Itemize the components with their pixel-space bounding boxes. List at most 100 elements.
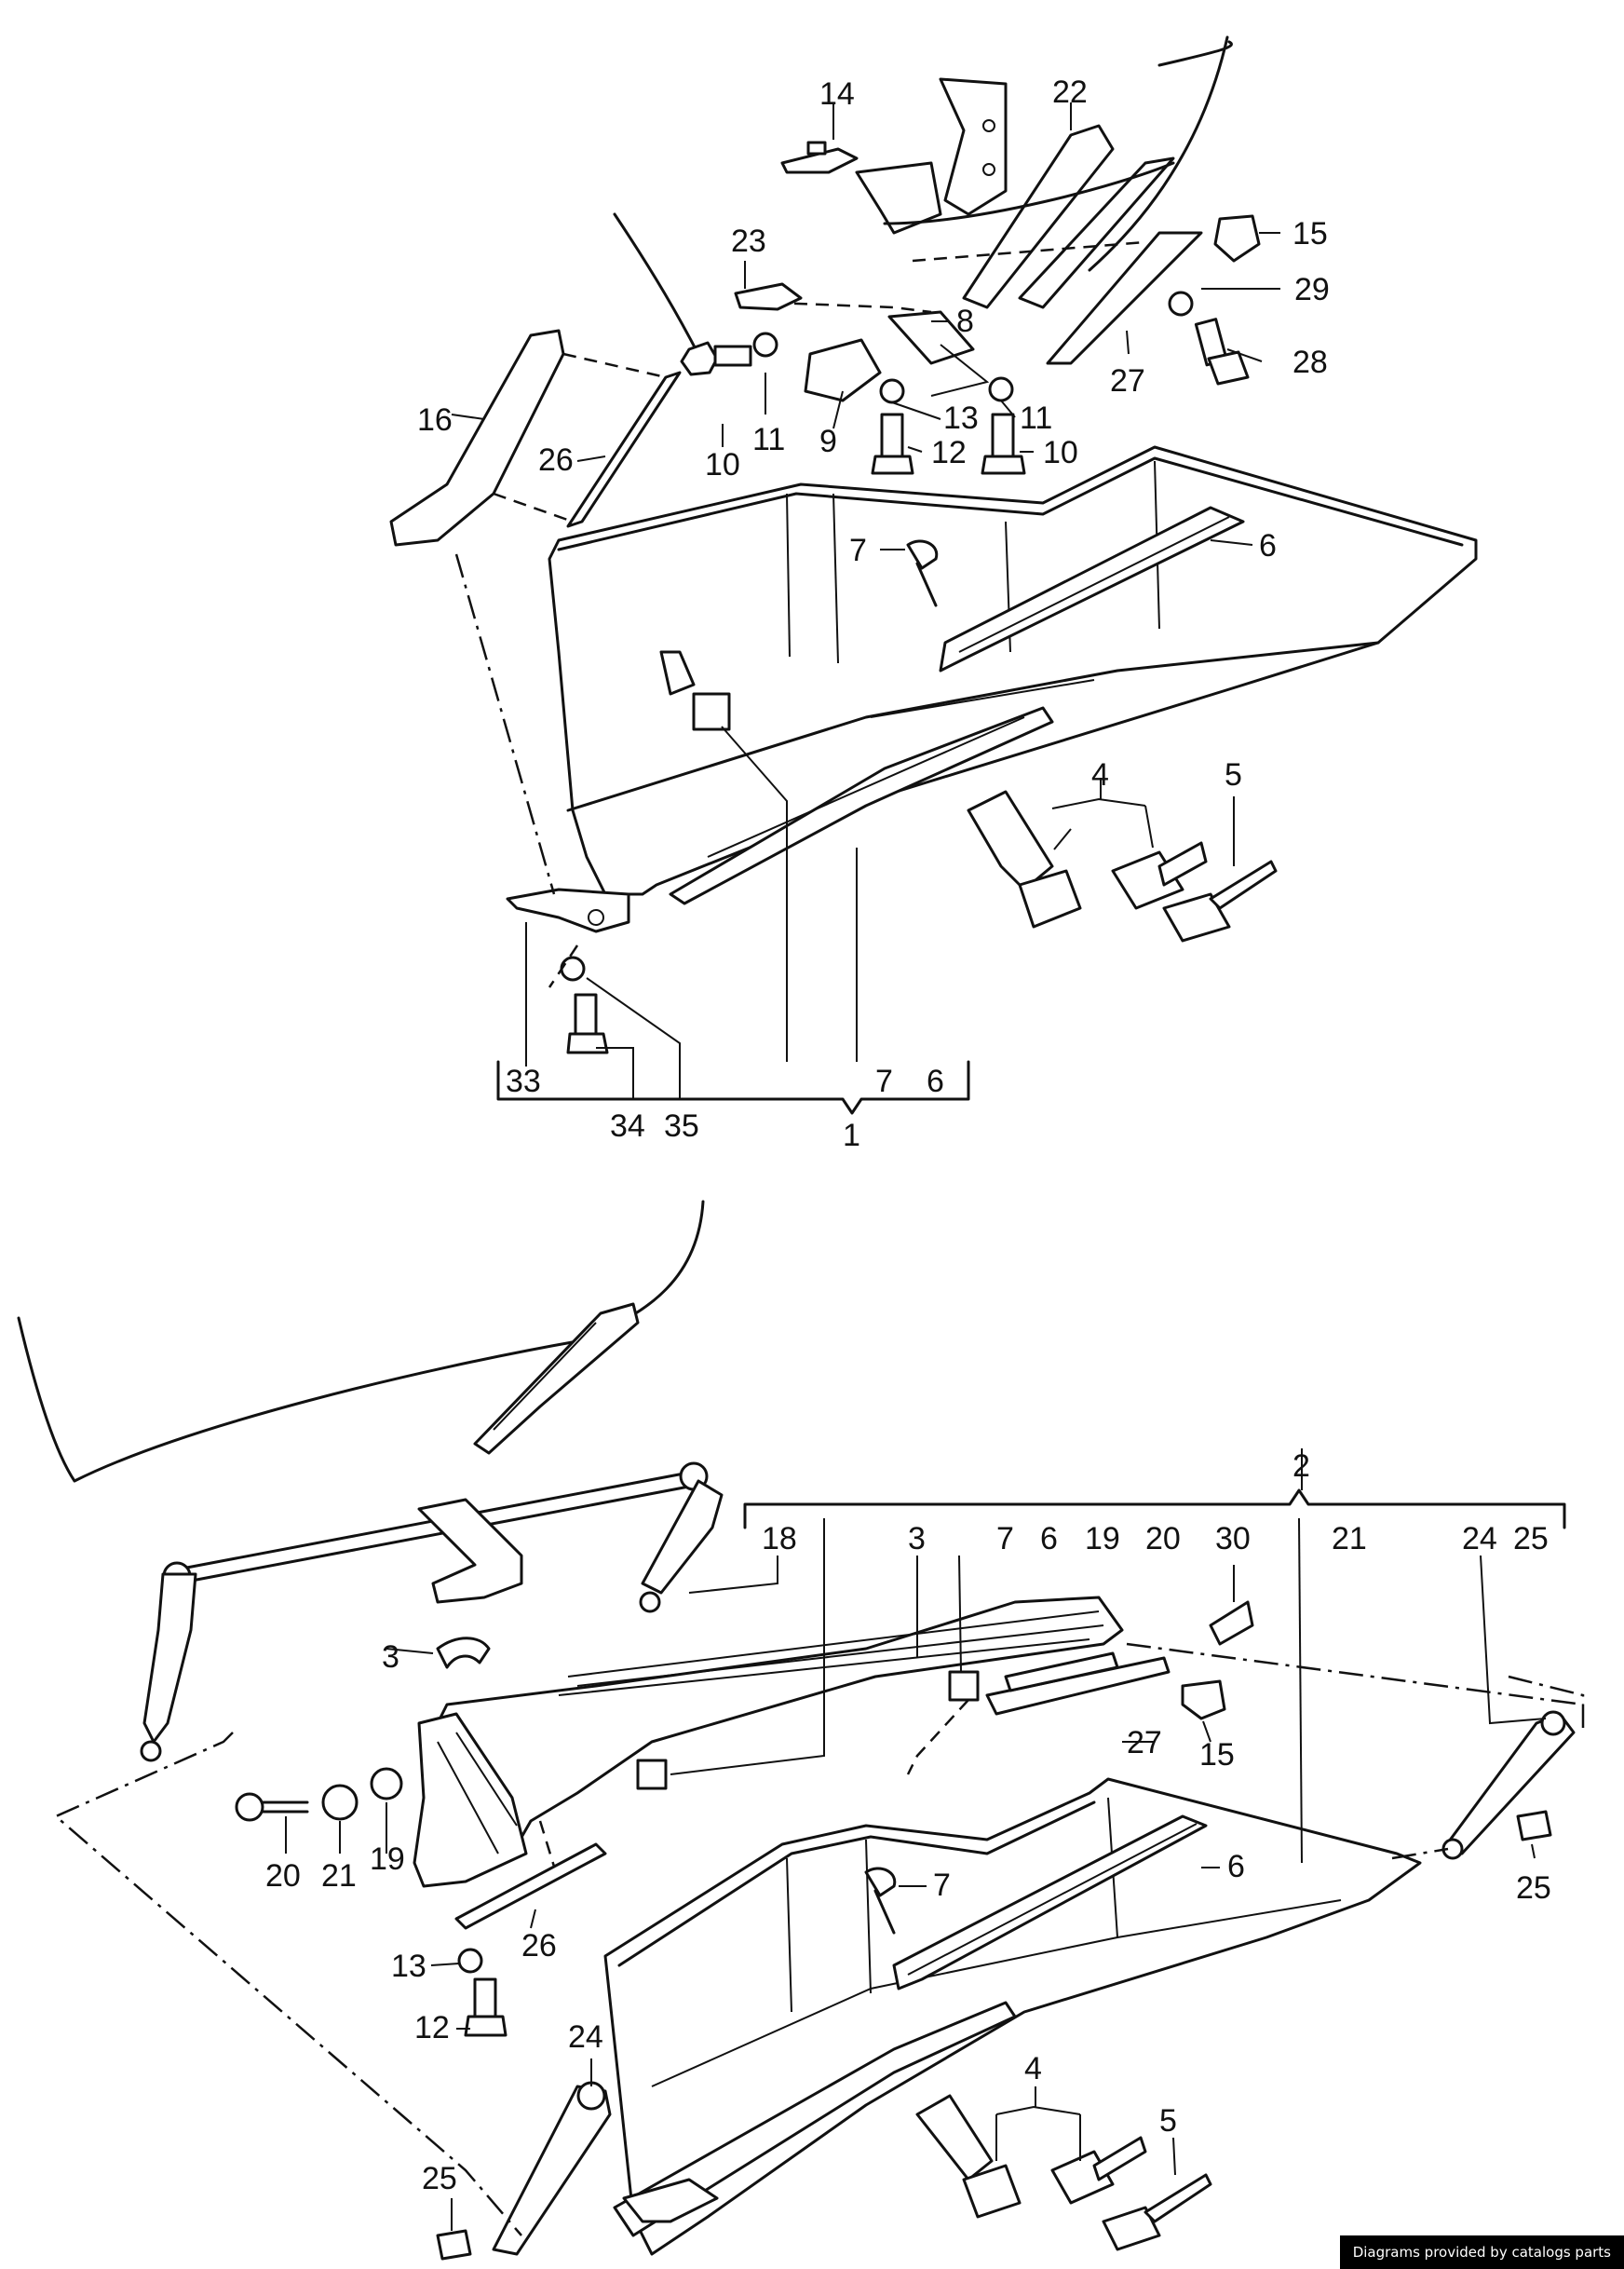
mounting-bracket: [939, 77, 1008, 216]
plug: [692, 692, 731, 731]
label-23: 23: [731, 224, 766, 259]
lid-bracket: [1004, 1651, 1119, 1692]
label-18: 18: [762, 1521, 797, 1556]
label-4: 4: [1091, 757, 1109, 793]
center-bracket: [417, 1498, 523, 1604]
glovebox-top: [548, 445, 1478, 896]
screw-7b: [864, 1867, 897, 1935]
lower-lid-edge: [613, 2001, 1017, 2237]
washer-19: [370, 1767, 403, 1800]
lock-washer-13b: [457, 1948, 483, 1974]
credit-badge: Diagrams provided by catalogs parts: [1339, 2235, 1624, 2269]
dash-trim-upper: [473, 1302, 640, 1455]
label-9: 9: [819, 424, 837, 459]
bushing-25l: [436, 2229, 472, 2261]
label-15b: 15: [1199, 1737, 1235, 1773]
label-7b: 7: [875, 1064, 893, 1099]
group-bracket-2: [743, 1488, 1566, 1529]
lower-hinge-mount: [622, 2178, 719, 2223]
hinge-arm-right: [641, 1479, 724, 1595]
hinge-arm-left: [142, 1572, 197, 1744]
trim-strip-27: [1046, 231, 1203, 365]
label-5b: 5: [1159, 2103, 1177, 2139]
lock-cylinder-4: [967, 790, 1208, 929]
bushing-25r: [1516, 1810, 1552, 1841]
label-5: 5: [1225, 757, 1242, 793]
bolt-34: [566, 993, 609, 1054]
bottom-assembly: 2 18 3 7 6 19 20 30 21 24 25 3 27 15 20 …: [17, 1200, 1585, 2261]
strut-26b: [454, 1842, 607, 1930]
label-3b: 3: [382, 1639, 399, 1675]
label-12b: 12: [414, 2010, 450, 2045]
label-10b: 10: [1043, 435, 1078, 470]
label-6: 6: [1259, 528, 1277, 564]
label-8: 8: [956, 304, 974, 339]
bolt-10a: [680, 341, 752, 376]
hinge-arm-24l: [492, 2085, 612, 2256]
lock-washer-13: [879, 378, 905, 404]
label-14: 14: [819, 76, 855, 112]
hinge-axis-top: [454, 553, 556, 895]
label-12: 12: [931, 435, 967, 470]
label-11a: 11: [752, 422, 785, 457]
hinge-bracket-16: [389, 329, 565, 547]
label-26b: 26: [521, 1928, 557, 1963]
label-7-group: 7: [996, 1521, 1014, 1556]
clip-3: [436, 1637, 491, 1669]
lock-washer-11b: [988, 376, 1014, 402]
bolt-10b: [981, 413, 1026, 475]
label-26: 26: [538, 442, 574, 478]
hinge-axis-bottom: [53, 1732, 522, 2236]
plug-b1: [948, 1670, 980, 1702]
lock-washer-35: [560, 956, 586, 982]
label-25c: 25: [422, 2161, 457, 2196]
lid-side-hinge: [413, 1712, 528, 1888]
dashboard-outline-top: [1088, 35, 1233, 272]
label-25-group: 25: [1513, 1521, 1549, 1556]
strut-26: [566, 371, 682, 528]
label-6-group: 6: [1040, 1521, 1058, 1556]
bump-pad: [659, 650, 696, 696]
label-27b: 27: [1127, 1725, 1162, 1760]
lid-upper: [436, 1596, 1124, 1860]
label-6b: 6: [1227, 1849, 1245, 1884]
plug-b2: [636, 1759, 668, 1790]
label-2: 2: [1292, 1448, 1310, 1484]
label-21-group: 21: [1332, 1521, 1367, 1556]
label-33: 33: [506, 1064, 541, 1099]
label-27: 27: [1110, 363, 1145, 399]
label-19b: 19: [370, 1841, 405, 1877]
label-28: 28: [1292, 345, 1328, 380]
label-4b: 4: [1024, 2051, 1042, 2086]
label-11b: 11: [1020, 401, 1052, 436]
trim-strip-22b: [1018, 156, 1175, 309]
lock-washer-11a: [752, 332, 778, 358]
label-29: 29: [1294, 272, 1330, 307]
bracket-33: [506, 888, 630, 933]
bolt-28: [1194, 318, 1250, 386]
latch-9: [804, 338, 882, 402]
label-22: 22: [1052, 75, 1088, 110]
group-bracket-1: [496, 1060, 970, 1115]
label-15: 15: [1292, 216, 1328, 251]
label-35: 35: [664, 1108, 699, 1144]
clip-15b: [1181, 1679, 1226, 1720]
label-1: 1: [843, 1118, 860, 1153]
washer-21: [321, 1784, 359, 1821]
clip-23: [734, 282, 803, 311]
label-30: 30: [1215, 1521, 1251, 1556]
label-34: 34: [610, 1108, 645, 1144]
pad-30: [1209, 1600, 1254, 1646]
label-24b: 24: [568, 2019, 603, 2055]
label-25b: 25: [1516, 1870, 1551, 1906]
label-19-group: 19: [1085, 1521, 1120, 1556]
lock-washer-29: [1168, 291, 1194, 317]
hinge-rod: [175, 1470, 696, 1585]
label-13b: 13: [391, 1949, 426, 1984]
label-6b: 6: [927, 1064, 944, 1099]
screw-7: [906, 539, 939, 607]
bolt-12b: [464, 1977, 508, 2037]
label-20-group: 20: [1145, 1521, 1181, 1556]
lock-plate-8: [887, 310, 975, 365]
